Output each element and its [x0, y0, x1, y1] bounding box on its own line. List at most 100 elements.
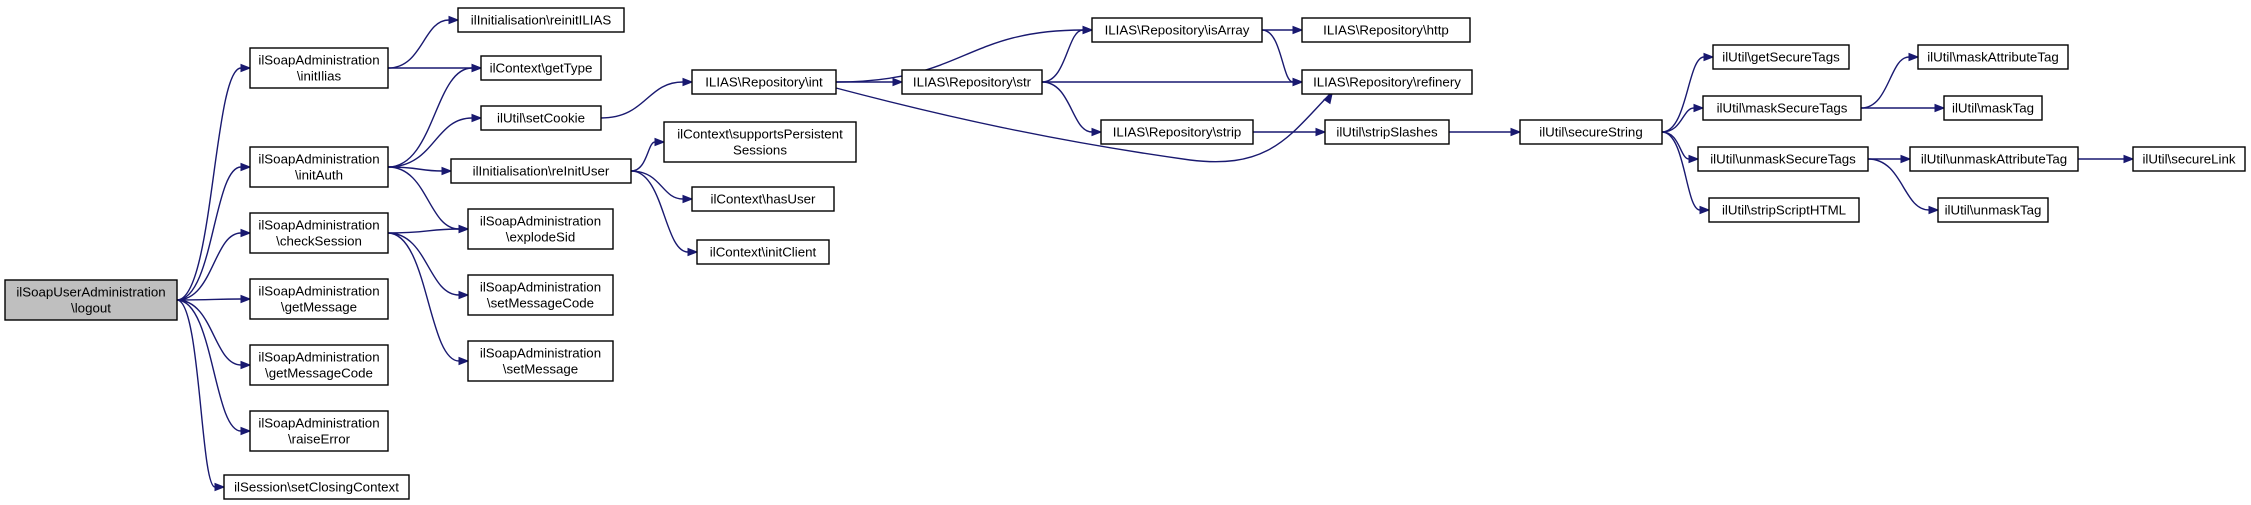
node-label: ilInitialisation\reInitUser — [473, 164, 610, 179]
node-label: ilSoapUserAdministration — [16, 285, 165, 300]
node-label: ilSession\setClosingContext — [234, 480, 399, 495]
node-label: ilUtil\maskTag — [1952, 101, 2034, 116]
edge-int-to-is-array — [835, 29, 1084, 83]
node-label: ILIAS\Repository\isArray — [1105, 23, 1250, 38]
node-strip-script-h-t-m-l[interactable]: ilUtil\stripScriptHTML — [1708, 197, 1860, 223]
node-box — [1943, 95, 2043, 121]
node-label: Sessions — [733, 143, 787, 158]
arrowhead-has-user — [682, 194, 694, 204]
node-label: ilUtil\stripSlashes — [1336, 125, 1438, 140]
arrowhead-re-init-user — [441, 166, 453, 176]
node-init-client[interactable]: ilContext\initClient — [696, 239, 830, 265]
node-mask-tag[interactable]: ilUtil\maskTag — [1943, 95, 2043, 121]
arrowhead-get-secure-tags — [1703, 52, 1715, 62]
edges-layer — [176, 15, 2135, 492]
arrowhead-set-message — [458, 356, 470, 366]
node-set-cookie[interactable]: ilUtil\setCookie — [480, 105, 602, 131]
node-set-closing-context[interactable]: ilSession\setClosingContext — [223, 474, 410, 500]
edge-logout-to-set-closing-context — [176, 299, 216, 488]
node-mask-secure-tags[interactable]: ilUtil\maskSecureTags — [1702, 95, 1862, 121]
node-box — [1324, 119, 1450, 145]
node-label: ilSoapAdministration — [480, 346, 601, 361]
arrowhead-refinery — [1292, 77, 1304, 87]
node-refinery[interactable]: ILIAS\Repository\refinery — [1301, 69, 1473, 95]
node-box — [1091, 17, 1263, 43]
node-label: ilUtil\maskAttributeTag — [1927, 50, 2059, 65]
arrowhead-get-message — [240, 294, 252, 304]
node-is-array[interactable]: ILIAS\Repository\isArray — [1091, 17, 1263, 43]
node-box — [467, 340, 614, 382]
arrowhead-refinery — [1323, 92, 1333, 105]
node-secure-string[interactable]: ilUtil\secureString — [1519, 119, 1663, 145]
node-box — [1301, 17, 1471, 43]
edge-str-to-strip — [1041, 81, 1093, 133]
node-box — [249, 47, 389, 89]
node-has-user[interactable]: ilContext\hasUser — [691, 186, 835, 212]
node-http[interactable]: ILIAS\Repository\http — [1301, 17, 1471, 43]
node-get-message-code[interactable]: ilSoapAdministration\getMessageCode — [249, 344, 389, 386]
arrowhead-check-session — [240, 228, 252, 238]
node-box — [2132, 146, 2246, 172]
node-str[interactable]: ILIAS\Repository\str — [901, 69, 1043, 95]
arrowhead-get-type — [471, 63, 483, 73]
edge-is-array-to-refinery — [1261, 29, 1294, 83]
edge-logout-to-raise-error — [176, 299, 242, 432]
node-init-auth[interactable]: ilSoapAdministration\initAuth — [249, 146, 389, 188]
edge-init-ilias-to-reinit-i-l-i-a-s — [387, 19, 450, 69]
node-label: ilContext\hasUser — [711, 192, 817, 207]
node-raise-error[interactable]: ilSoapAdministration\raiseError — [249, 410, 389, 452]
edge-init-auth-to-explode-sid — [387, 166, 460, 230]
node-label: \getMessageCode — [265, 366, 373, 381]
arrowhead-is-array — [1082, 25, 1094, 35]
node-label: \checkSession — [276, 234, 362, 249]
node-set-message[interactable]: ilSoapAdministration\setMessage — [467, 340, 614, 382]
arrowhead-init-auth — [240, 162, 252, 172]
edge-re-init-user-to-supports-p-s — [630, 141, 656, 172]
node-explode-sid[interactable]: ilSoapAdministration\explodeSid — [467, 208, 614, 250]
arrowhead-mask-attribute-tag — [1908, 52, 1920, 62]
edge-re-init-user-to-init-client — [630, 170, 689, 253]
edge-logout-to-init-ilias — [176, 67, 242, 301]
node-logout[interactable]: ilSoapUserAdministration\logout — [4, 279, 178, 321]
edge-logout-to-get-message-code — [176, 299, 242, 366]
arrowhead-raise-error — [240, 426, 252, 436]
edge-mask-secure-tags-to-mask-attribute-tag — [1860, 56, 1910, 109]
node-label: ILIAS\Repository\strip — [1113, 125, 1242, 140]
node-secure-link[interactable]: ilUtil\secureLink — [2132, 146, 2246, 172]
node-set-message-code[interactable]: ilSoapAdministration\setMessageCode — [467, 274, 614, 316]
nodes-layer: ilSoapUserAdministration\logout ilSoapAdm… — [4, 7, 2246, 500]
node-label: \logout — [71, 301, 111, 316]
node-label: ilSoapAdministration — [480, 280, 601, 295]
node-label: ilUtil\secureString — [1539, 125, 1642, 140]
edge-unmask-secure-tags-to-unmask-tag — [1867, 158, 1930, 211]
node-unmask-secure-tags[interactable]: ilUtil\unmaskSecureTags — [1697, 146, 1869, 172]
node-get-type[interactable]: ilContext\getType — [480, 55, 602, 81]
node-get-secure-tags[interactable]: ilUtil\getSecureTags — [1712, 44, 1850, 70]
node-check-session[interactable]: ilSoapAdministration\checkSession — [249, 212, 389, 254]
node-strip-slashes[interactable]: ilUtil\stripSlashes — [1324, 119, 1450, 145]
node-label: ilUtil\maskSecureTags — [1717, 101, 1848, 116]
node-reinit-i-l-i-a-s[interactable]: ilInitialisation\reinitILIAS — [457, 7, 625, 33]
node-get-message[interactable]: ilSoapAdministration\getMessage — [249, 278, 389, 320]
node-re-init-user[interactable]: ilInitialisation\reInitUser — [450, 158, 632, 184]
node-init-ilias[interactable]: ilSoapAdministration\initIlias — [249, 47, 389, 89]
node-label: \setMessage — [503, 362, 578, 377]
node-mask-attribute-tag[interactable]: ilUtil\maskAttributeTag — [1917, 44, 2069, 70]
node-label: ilContext\supportsPersistent — [677, 127, 843, 142]
node-box — [249, 344, 389, 386]
node-unmask-attribute-tag[interactable]: ilUtil\unmaskAttributeTag — [1909, 146, 2079, 172]
node-label: \explodeSid — [506, 230, 576, 245]
arrowhead-get-message-code — [240, 360, 252, 370]
node-strip[interactable]: ILIAS\Repository\strip — [1100, 119, 1254, 145]
node-label: ilSoapAdministration — [258, 284, 379, 299]
node-box — [457, 7, 625, 33]
node-int[interactable]: ILIAS\Repository\int — [691, 69, 837, 95]
node-box — [691, 69, 837, 95]
node-label: ilUtil\unmaskTag — [1945, 203, 2042, 218]
node-label: ilContext\initClient — [710, 245, 817, 260]
node-unmask-tag[interactable]: ilUtil\unmaskTag — [1937, 197, 2049, 223]
node-label: ilUtil\setCookie — [497, 111, 585, 126]
node-box — [223, 474, 410, 500]
